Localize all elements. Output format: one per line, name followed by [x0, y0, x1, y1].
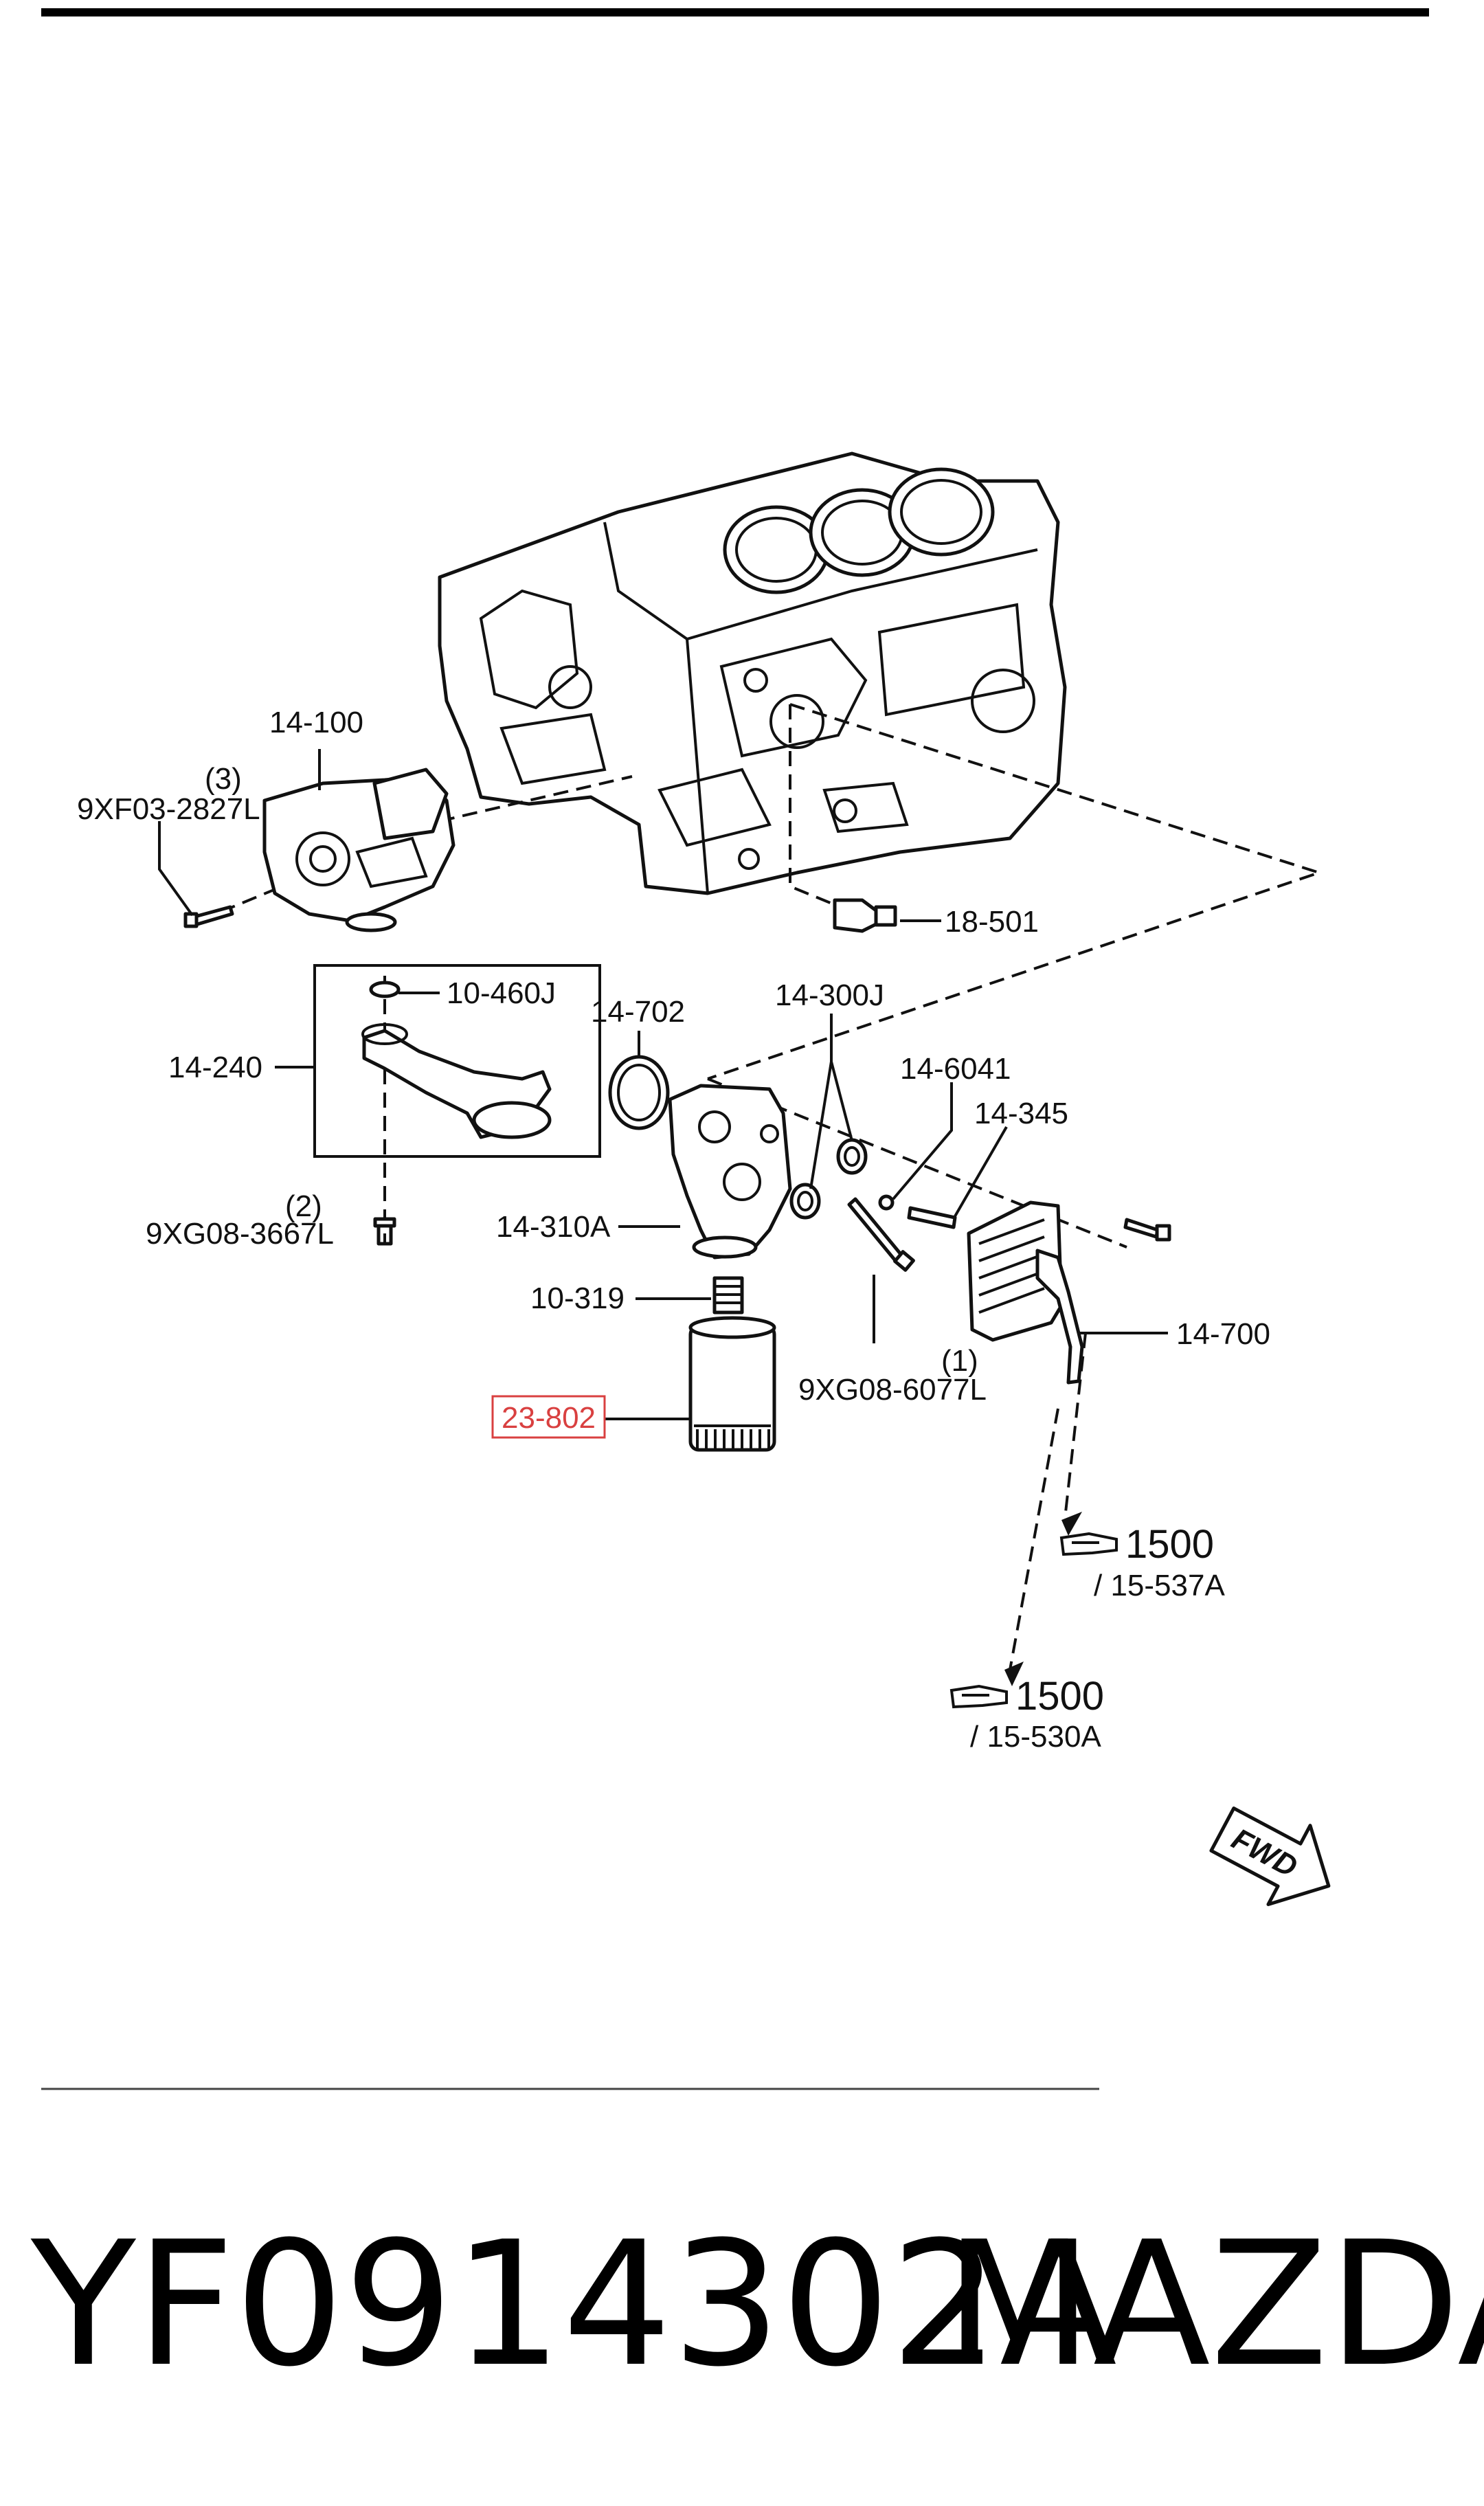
caption-brand: MAZDA — [945, 2204, 1484, 2404]
part-labels: 14-100 (3) 9XF03-2827L 18-501 10-460J 14… — [77, 706, 1270, 1754]
oil-filter-body — [668, 1084, 792, 1260]
highlight-box — [491, 1395, 606, 1439]
label-14-300j: 14-300J — [775, 978, 884, 1012]
small-fittings — [878, 1194, 957, 1229]
label-23-802: 23-802 — [502, 1401, 596, 1435]
label-14-702: 14-702 — [591, 995, 685, 1029]
label-qty-1: (1) — [941, 1344, 978, 1378]
long-bolt — [847, 1197, 915, 1272]
label-18-501: 18-501 — [945, 905, 1039, 939]
leader-lines — [158, 749, 1168, 1686]
label-10-460j: 10-460J — [447, 976, 556, 1010]
stud — [712, 1276, 744, 1314]
label-qty-2: (2) — [285, 1189, 322, 1223]
fwd-arrow-icon: FWD — [1209, 1806, 1331, 1906]
hand-pointer-icon — [1059, 1532, 1118, 1556]
label-14-100: 14-100 — [269, 706, 363, 739]
label-9xg08-3667: 9XG08-3667L — [146, 1217, 334, 1251]
label-qty-3: (3) — [205, 762, 242, 796]
ref1-code: 1500 — [1125, 1522, 1214, 1567]
label-14-240: 14-240 — [168, 1051, 262, 1084]
gaskets — [789, 1138, 868, 1220]
hand-pointer-icon-2 — [949, 1684, 1008, 1709]
o-ring — [608, 1055, 670, 1130]
label-9xf03: 9XF03-2827L — [77, 792, 260, 826]
top-rule — [41, 8, 1429, 16]
engine-block — [438, 451, 1067, 895]
label-14-6041: 14-6041 — [900, 1052, 1011, 1086]
ref2-code: 1500 — [1015, 1674, 1104, 1719]
oil-filter — [688, 1316, 776, 1452]
label-9xg08-6077: 9XG08-6077L — [798, 1373, 987, 1407]
label-14-345: 14-345 — [974, 1097, 1068, 1130]
oil-cooler — [967, 1200, 1171, 1385]
ref2-sub: / 15-530A — [970, 1720, 1101, 1754]
label-14-310a: 14-310A — [496, 1210, 611, 1244]
ref1-sub: / 15-537A — [1094, 1569, 1225, 1602]
oil-strainer — [361, 981, 552, 1139]
caption-part-number: YF0914302A — [30, 2204, 1117, 2404]
oil-pump — [262, 768, 456, 932]
strainer-group-box — [313, 964, 601, 1158]
label-14-700: 14-700 — [1176, 1317, 1270, 1351]
label-10-319: 10-319 — [530, 1282, 625, 1315]
bolt-9xf03 — [183, 905, 234, 928]
oil-pressure-switch — [833, 898, 897, 933]
